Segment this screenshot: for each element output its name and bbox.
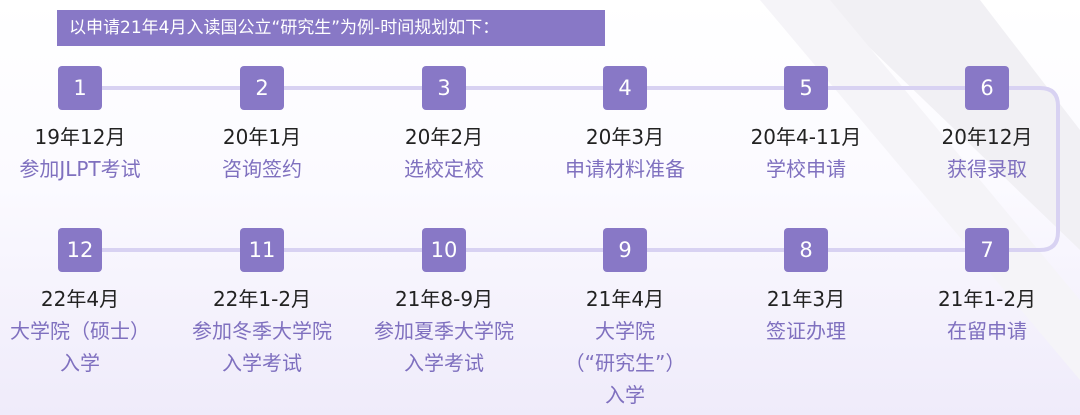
step-task: 获得录取 bbox=[947, 157, 1027, 181]
step-node-10: 10 bbox=[422, 228, 466, 272]
step-node-3: 3 bbox=[422, 66, 466, 110]
step-label-9: 21年4月大学院 （“研究生”） 入学 bbox=[535, 283, 715, 411]
step-node-7: 7 bbox=[965, 228, 1009, 272]
step-task: 签证办理 bbox=[766, 319, 846, 343]
step-label-4: 20年3月申请材料准备 bbox=[535, 121, 715, 185]
step-task: 申请材料准备 bbox=[565, 157, 685, 181]
step-task: 在留申请 bbox=[947, 319, 1027, 343]
step-label-1: 19年12月参加JLPT考试 bbox=[0, 121, 170, 185]
step-task: 参加JLPT考试 bbox=[19, 157, 141, 181]
step-date: 19年12月 bbox=[34, 125, 126, 149]
step-node-2: 2 bbox=[240, 66, 284, 110]
connector-curve bbox=[987, 86, 1060, 252]
step-node-9: 9 bbox=[603, 228, 647, 272]
step-node-1: 1 bbox=[58, 66, 102, 110]
step-date: 20年3月 bbox=[585, 125, 665, 149]
header-text: 以申请21年4月入读国公立“研究生”为例-时间规划如下： bbox=[69, 18, 500, 38]
step-task: 大学院 （“研究生”） 入学 bbox=[564, 319, 686, 407]
step-node-5: 5 bbox=[784, 66, 828, 110]
step-task: 大学院（硕士） 入学 bbox=[10, 319, 150, 375]
step-label-8: 21年3月签证办理 bbox=[716, 283, 896, 347]
header-banner: 以申请21年4月入读国公立“研究生”为例-时间规划如下： bbox=[57, 10, 605, 46]
step-date: 20年2月 bbox=[404, 125, 484, 149]
step-label-7: 21年1-2月在留申请 bbox=[897, 283, 1077, 347]
step-date: 21年8-9月 bbox=[394, 287, 494, 311]
step-date: 21年1-2月 bbox=[937, 287, 1037, 311]
step-task: 学校申请 bbox=[766, 157, 846, 181]
step-task: 选校定校 bbox=[404, 157, 484, 181]
step-label-11: 22年1-2月参加冬季大学院 入学考试 bbox=[172, 283, 352, 379]
step-date: 22年4月 bbox=[40, 287, 120, 311]
step-label-6: 20年12月获得录取 bbox=[897, 121, 1077, 185]
step-date: 21年4月 bbox=[585, 287, 665, 311]
step-label-5: 20年4-11月学校申请 bbox=[716, 121, 896, 185]
step-date: 20年4-11月 bbox=[750, 125, 862, 149]
step-label-2: 20年1月咨询签约 bbox=[172, 121, 352, 185]
step-task: 参加夏季大学院 入学考试 bbox=[374, 319, 514, 375]
step-date: 20年12月 bbox=[941, 125, 1033, 149]
step-label-3: 20年2月选校定校 bbox=[354, 121, 534, 185]
step-node-11: 11 bbox=[240, 228, 284, 272]
step-node-4: 4 bbox=[603, 66, 647, 110]
step-date: 20年1月 bbox=[222, 125, 302, 149]
step-date: 22年1-2月 bbox=[212, 287, 312, 311]
step-date: 21年3月 bbox=[766, 287, 846, 311]
step-label-10: 21年8-9月参加夏季大学院 入学考试 bbox=[354, 283, 534, 379]
step-task: 参加冬季大学院 入学考试 bbox=[192, 319, 332, 375]
step-task: 咨询签约 bbox=[222, 157, 302, 181]
step-label-12: 22年4月大学院（硕士） 入学 bbox=[0, 283, 170, 379]
step-node-12: 12 bbox=[58, 228, 102, 272]
step-node-8: 8 bbox=[784, 228, 828, 272]
step-node-6: 6 bbox=[965, 66, 1009, 110]
